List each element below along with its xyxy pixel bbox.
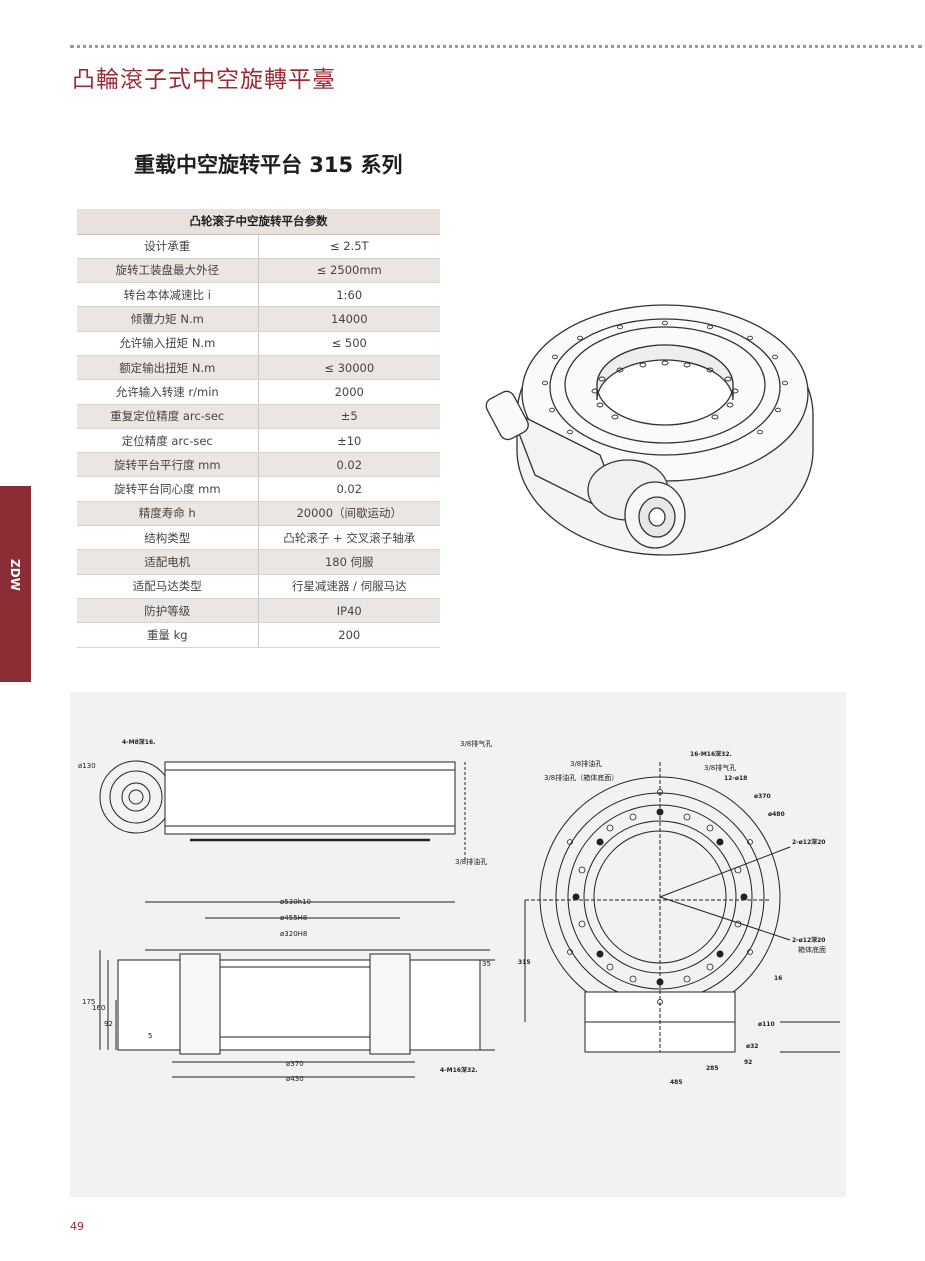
series-title: 重载中空旋转平台 315 系列 <box>134 153 403 177</box>
tr-bolt16-label: 16-M16深32. <box>690 750 732 758</box>
param-name: 允许输入扭矩 N.m <box>77 331 259 356</box>
technical-drawing: 4-M8深16. ø130 3/8排气孔 3/8排油孔 ø530h10 ø455… <box>78 738 840 1086</box>
param-value: 行星减速器 / 伺服马达 <box>258 574 440 599</box>
table-row: 定位精度 arc-sec±10 <box>77 428 440 454</box>
table-row: 结构类型凸轮滚子 + 交叉滚子轴承 <box>77 525 440 551</box>
param-value: ≤ 2500mm <box>258 258 440 284</box>
tr-w485-label: 485 <box>670 1079 683 1086</box>
table-row: 适配马达类型行星减速器 / 伺服马达 <box>77 574 440 599</box>
motor-flange-circle <box>99 760 173 834</box>
tr-oil3-label: 3/8排油孔（箱体底面） <box>544 773 618 782</box>
page-number: 49 <box>70 1220 84 1233</box>
header-dotted-rule <box>70 45 922 48</box>
param-value: ≤ 2.5T <box>258 234 440 259</box>
param-name: 旋转工装盘最大外径 <box>77 258 259 284</box>
param-value: IP40 <box>258 598 440 624</box>
param-value: 200 <box>258 622 440 648</box>
table-row: 重复定位精度 arc-sec±5 <box>77 404 440 429</box>
tr-w16-label: 16 <box>774 975 782 982</box>
side-tab: ZDW <box>0 486 31 682</box>
param-value: ≤ 500 <box>258 331 440 356</box>
front-d370-label: ø370 <box>286 1060 304 1068</box>
tr-d480-label: ø480 <box>768 811 785 818</box>
param-value: 0.02 <box>258 452 440 478</box>
param-value: 180 伺服 <box>258 549 440 575</box>
front-h160-label: 160 <box>92 1004 105 1012</box>
param-name: 倾覆力矩 N.m <box>77 306 259 332</box>
param-name: 定位精度 arc-sec <box>77 428 259 454</box>
tr-d32-label: ø32 <box>746 1043 758 1050</box>
front-d430-label: ø430 <box>286 1075 304 1083</box>
product-illustration <box>485 304 814 556</box>
side-tab-label: ZDW <box>8 559 22 591</box>
param-name: 旋转平台同心度 mm <box>77 476 259 502</box>
table-row: 设计承重≤ 2.5T <box>77 234 440 259</box>
param-value: 2000 <box>258 379 440 405</box>
tr-oil2-label: 3/8排气孔 <box>704 763 736 772</box>
tr-oil1-label: 3/8排油孔 <box>570 759 602 768</box>
front-h92-label: 92 <box>104 1020 113 1028</box>
tr-bolt12-label: 12-ø18 <box>724 775 747 782</box>
tl-dia130-label: ø130 <box>78 762 96 770</box>
front-d320-label: ø320H8 <box>280 930 307 938</box>
tr-pin-note-label: 箱体底面 <box>798 945 826 954</box>
technical-drawing-panel: 4-M8深16. ø130 3/8排气孔 3/8排油孔 ø530h10 ø455… <box>70 692 846 1197</box>
param-name: 重量 kg <box>77 622 259 648</box>
front-h5-label: 5 <box>148 1032 152 1040</box>
table-row: 允许输入扭矩 N.m≤ 500 <box>77 331 440 356</box>
param-name: 允许输入转速 r/min <box>77 379 259 405</box>
param-value: 凸轮滚子 + 交叉滚子轴承 <box>258 525 440 551</box>
param-name: 适配电机 <box>77 549 259 575</box>
param-name: 防护等级 <box>77 598 259 624</box>
tl-bolt-label: 4-M8深16. <box>122 738 155 746</box>
tr-d110-label: ø110 <box>758 1021 775 1028</box>
param-value: ±5 <box>258 404 440 429</box>
param-value: 0.02 <box>258 476 440 502</box>
param-name: 重复定位精度 arc-sec <box>77 404 259 429</box>
front-d455-label: ø455H8 <box>280 914 307 922</box>
page-header-title: 凸輪滾子式中空旋轉平臺 <box>72 67 336 93</box>
param-name: 转台本体减速比 i <box>77 282 259 308</box>
param-name: 精度寿命 h <box>77 501 259 527</box>
parameter-table-header: 凸轮滚子中空旋转平台参数 <box>77 209 440 235</box>
tr-w285-label: 285 <box>706 1065 719 1072</box>
tl-vent-label: 3/8排气孔 <box>460 739 492 748</box>
param-name: 结构类型 <box>77 525 259 551</box>
table-row: 旋转工装盘最大外径≤ 2500mm <box>77 258 440 284</box>
tr-h315-label: 315 <box>518 959 531 966</box>
param-value: ≤ 30000 <box>258 355 440 381</box>
front-h175-label: 175 <box>82 998 95 1006</box>
param-value: 20000（间歇运动） <box>258 501 440 527</box>
tr-w92-label: 92 <box>744 1059 752 1066</box>
param-value: 14000 <box>258 306 440 332</box>
front-h35-label: 35 <box>482 960 491 968</box>
param-value: ±10 <box>258 428 440 454</box>
param-value: 1:60 <box>258 282 440 308</box>
tr-pin2-label: 2-ø12深20 <box>792 936 826 944</box>
param-name: 适配马达类型 <box>77 574 259 599</box>
front-bolt-label: 4-M16深32. <box>440 1066 478 1074</box>
param-name: 设计承重 <box>77 234 259 259</box>
front-d530-label: ø530h10 <box>280 898 311 906</box>
tr-pin1-label: 2-ø12深20 <box>792 838 826 846</box>
tr-d370-label: ø370 <box>754 793 771 800</box>
param-name: 旋转平台平行度 mm <box>77 452 259 478</box>
tl-drain-label: 3/8排油孔 <box>455 857 487 866</box>
param-name: 额定输出扭矩 N.m <box>77 355 259 381</box>
table-row: 额定输出扭矩 N.m≤ 30000 <box>77 355 440 381</box>
